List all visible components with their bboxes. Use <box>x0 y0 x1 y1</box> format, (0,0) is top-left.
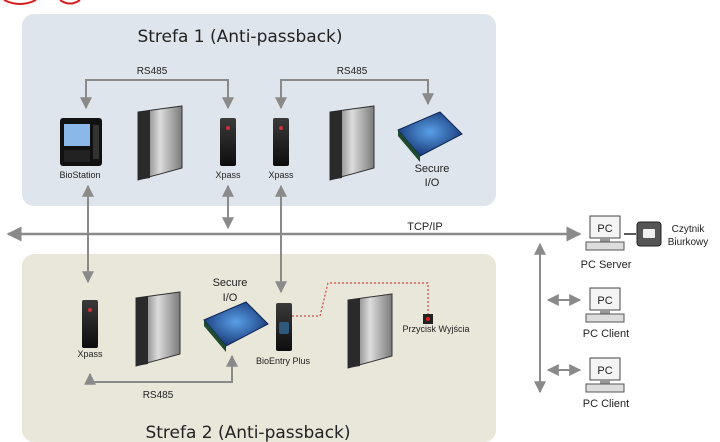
pc-client-label: PC Client <box>583 398 629 410</box>
pc-client-label: PC Client <box>583 328 629 340</box>
desk-reader-label: Biurkowy <box>668 237 709 248</box>
network-link <box>82 184 287 294</box>
bioentry-plus-reader <box>276 303 292 351</box>
exit-button-indicator <box>426 317 430 321</box>
xpass-reader <box>220 118 236 166</box>
pc-client-icon <box>585 357 625 393</box>
secure-io-label: I/O <box>425 177 440 189</box>
exit-button-label: Przycisk Wyjścia <box>403 324 470 334</box>
pc-server-icon <box>585 215 625 251</box>
rs485-label-b: RS485 <box>337 66 368 77</box>
secure-io-label: Secure <box>415 163 450 175</box>
xpass-reader <box>273 118 289 166</box>
secure-io-label: I/O <box>223 292 238 304</box>
xpass-label: Xpass <box>77 349 103 359</box>
zone-1-title: Strefa 1 (Anti-passback) <box>137 27 342 47</box>
biostation-label: BioStation <box>59 170 100 180</box>
door-icon <box>329 105 375 181</box>
exit-button-wire <box>292 282 429 317</box>
biostation-terminal <box>60 118 102 166</box>
door-icon <box>137 105 183 181</box>
rs485-label-a: RS485 <box>137 66 168 77</box>
pc-client-icon <box>585 287 625 323</box>
xpass-label: Xpass <box>268 170 294 180</box>
rs485-link-b <box>275 79 434 110</box>
desk-reader-icon <box>636 221 662 247</box>
secure-io-module <box>397 111 463 162</box>
pc-badge: PC <box>597 223 612 235</box>
pc-badge: PC <box>597 295 612 307</box>
zone-2-title: Strefa 2 (Anti-passback) <box>145 423 350 442</box>
door-icon <box>347 293 393 369</box>
rs485-link-a <box>80 79 234 110</box>
xpass-label: Xpass <box>215 170 241 180</box>
desk-reader-label: Czytnik <box>672 224 706 235</box>
top-fragment-text <box>3 0 81 5</box>
pc-server-label: PC Server <box>581 259 632 271</box>
rs485-label-c: RS485 <box>143 390 174 401</box>
pc-badge: PC <box>597 365 612 377</box>
door-icon <box>135 291 181 367</box>
bioentry-plus-label: BioEntry Plus <box>256 356 311 366</box>
secure-io-module <box>203 301 269 352</box>
tcpip-label: TCP/IP <box>407 221 442 233</box>
rs485-link-c <box>84 354 238 385</box>
secure-io-label: Secure <box>213 277 248 289</box>
xpass-reader <box>82 300 98 348</box>
